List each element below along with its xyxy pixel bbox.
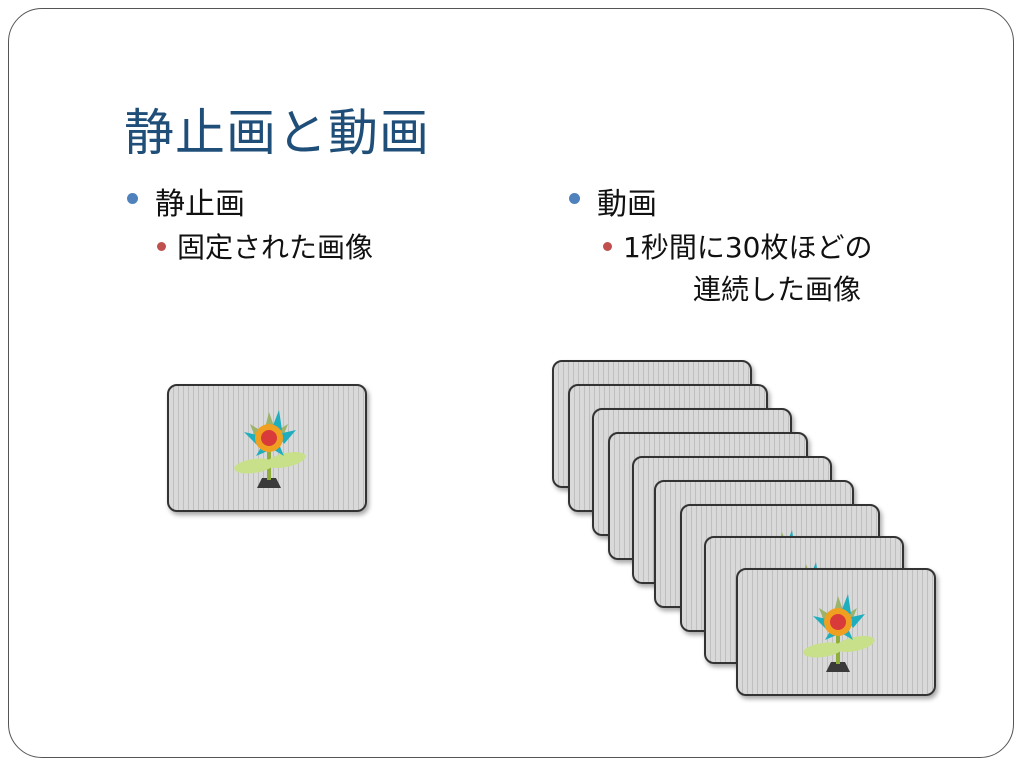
sub-bullet-still-image-label: 固定された画像 bbox=[177, 231, 374, 264]
flower-icon bbox=[803, 594, 875, 672]
bullet-video-label: 動画 bbox=[597, 187, 657, 222]
bullet-dot bbox=[569, 193, 580, 204]
slide: 静止画と動画 静止画 固定された画像 動画 1秒間に30枚ほどの 連続した画像 bbox=[8, 8, 1014, 758]
sub-bullet-still-image: 固定された画像 bbox=[157, 227, 374, 269]
sub-bullet-dot bbox=[157, 242, 166, 251]
sub-bullet-dot bbox=[603, 242, 612, 251]
video-frame bbox=[736, 568, 936, 696]
slide-title: 静止画と動画 bbox=[124, 104, 430, 162]
flower-icon bbox=[234, 410, 306, 488]
still-image-frame bbox=[167, 384, 367, 512]
sub-bullet-video-line-2: 連続した画像 bbox=[693, 273, 862, 306]
bullet-still-image-label: 静止画 bbox=[155, 187, 245, 222]
sub-bullet-video-continuation: 連続した画像 bbox=[693, 269, 861, 311]
bullet-video: 動画 bbox=[569, 179, 657, 223]
sub-bullet-video: 1秒間に30枚ほどの bbox=[603, 227, 873, 269]
bullet-still-image: 静止画 bbox=[127, 179, 245, 223]
sub-bullet-video-line-1: 1秒間に30枚ほどの bbox=[623, 231, 873, 264]
bullet-dot bbox=[127, 193, 138, 204]
